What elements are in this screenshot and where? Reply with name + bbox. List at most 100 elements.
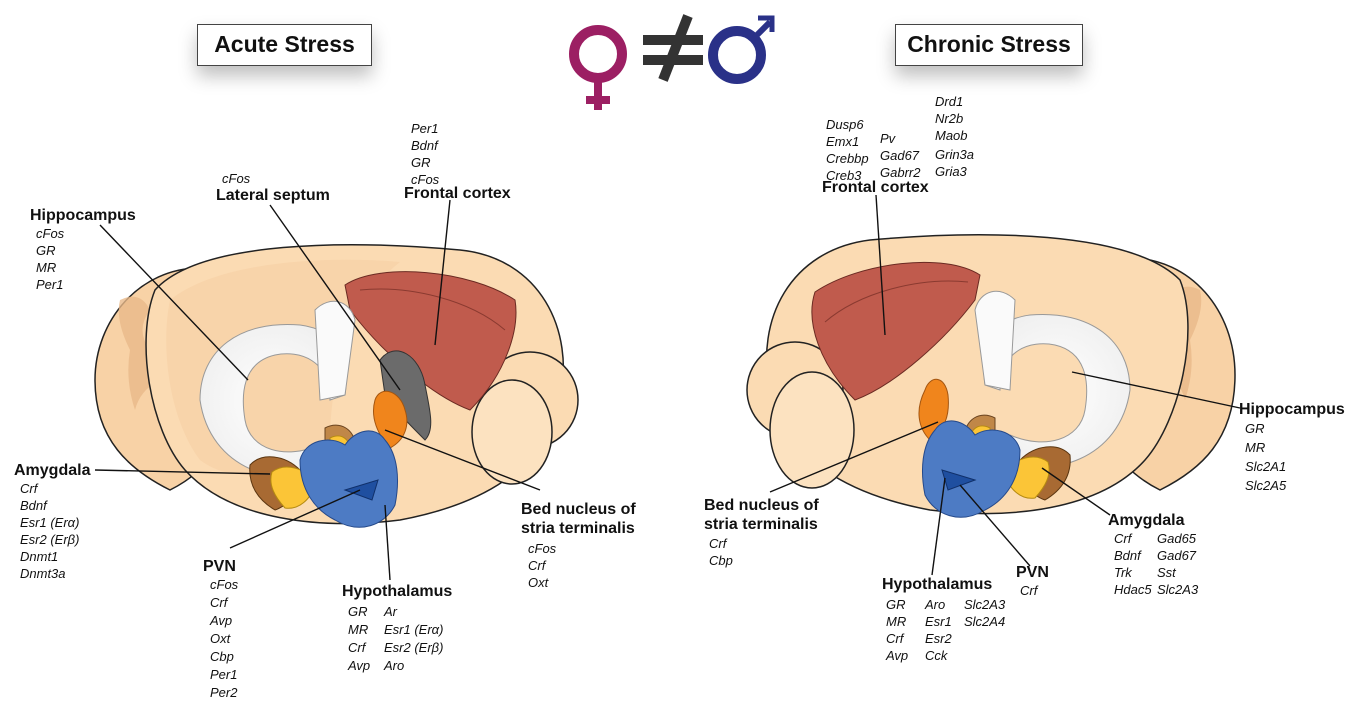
gene: Gad65 [1157,530,1198,547]
gene: Dnmt1 [20,548,79,565]
gene: Avp [210,612,238,630]
chronic-hypothalamus-genes-col2: Aro Esr1 Esr2 Cck [925,596,952,664]
male-symbol-icon [713,18,772,79]
chronic-hypothalamus-genes-col3: Slc2A3 Slc2A4 [964,596,1005,630]
gene: Crf [210,594,238,612]
gene: Avp [348,657,370,675]
acute-frontal-cortex-label: Frontal cortex [404,184,511,203]
chronic-frontal-cortex-genes-col3a: Drd1 Nr2b Maob [935,93,968,144]
acute-bnst-label-line1: Bed nucleus of [521,500,636,519]
chronic-pvn-genes: Crf [1020,582,1037,599]
gene: cFos [36,225,64,242]
chronic-bnst-genes: Crf Cbp [709,535,733,569]
gene: Nr2b [935,110,968,127]
acute-pvn-label: PVN [203,557,236,576]
gene: MR [886,613,908,630]
gene: MR [348,621,370,639]
acute-bnst-genes: cFos Crf Oxt [528,540,556,591]
chronic-pvn-label: PVN [1016,563,1049,582]
not-equal-icon [643,16,703,80]
chronic-hippocampus-label: Hippocampus [1239,400,1345,419]
gene: Emx1 [826,133,869,150]
gene: Dnmt3a [20,565,79,582]
gene: Hdac5 [1114,581,1152,598]
gene: Esr1 [925,613,952,630]
gene: Per1 [36,276,64,293]
chronic-amygdala-genes-col1: Crf Bdnf Trk Hdac5 [1114,530,1152,598]
gene: Esr1 (Erα) [20,514,79,531]
gene: Trk [1114,564,1152,581]
gene: Gad67 [1157,547,1198,564]
gene: Cbp [709,552,733,569]
gene: Aro [925,596,952,613]
gene: Pv [880,130,920,147]
chronic-frontal-cortex-genes-col2: Pv Gad67 Gabrr2 [880,130,920,181]
gene: Esr2 (Erβ) [20,531,79,548]
chronic-amygdala-label: Amygdala [1108,511,1184,530]
gene: Per2 [210,684,238,702]
chronic-brain-illustration [747,235,1235,517]
gene: Gad67 [880,147,920,164]
gene: Bdnf [1114,547,1152,564]
gene: GR [411,154,439,171]
gene: Maob [935,127,968,144]
acute-frontal-cortex-genes: Per1 Bdnf GR cFos [411,120,439,188]
acute-pvn-genes: cFos Crf Avp Oxt Cbp Per1 Per2 [210,576,238,702]
acute-hippocampus-label: Hippocampus [30,206,136,225]
gene: Aro [384,657,443,675]
gene: Cbp [210,648,238,666]
gene: Slc2A3 [1157,581,1198,598]
gene: cFos [222,170,250,187]
acute-hypothalamus-genes-col1: GR MR Crf Avp [348,603,370,675]
gene: cFos [528,540,556,557]
gene: Oxt [528,574,556,591]
acute-stress-title: Acute Stress [197,24,372,66]
chronic-bnst-label-line1: Bed nucleus of [704,496,819,515]
chronic-stress-title: Chronic Stress [895,24,1083,66]
gene: Esr1 (Erα) [384,621,443,639]
acute-lateral-septum-genes: cFos [222,170,250,187]
gene: Crf [20,480,79,497]
chronic-amygdala-genes-col2: Gad65 Gad67 Sst Slc2A3 [1157,530,1198,598]
female-symbol-icon [574,30,622,110]
acute-amygdala-genes: Crf Bdnf Esr1 (Erα) Esr2 (Erβ) Dnmt1 Dnm… [20,480,79,582]
gene: Gria3 [935,163,974,180]
gene: GR [1245,419,1286,438]
gene: GR [348,603,370,621]
gene: Sst [1157,564,1198,581]
gene: Slc2A3 [964,596,1005,613]
acute-amygdala-label: Amygdala [14,461,90,480]
chronic-hypothalamus-label: Hypothalamus [882,575,992,594]
gene: Esr2 [925,630,952,647]
gene: Per1 [411,120,439,137]
acute-hypothalamus-genes-col2: Ar Esr1 (Erα) Esr2 (Erβ) Aro [384,603,443,675]
gene: Esr2 (Erβ) [384,639,443,657]
chronic-frontal-cortex-genes-col1: Dusp6 Emx1 Crebbp Creb3 [826,116,869,184]
gene: Crf [1114,530,1152,547]
gene: Crf [886,630,908,647]
acute-lateral-septum-label: Lateral septum [216,186,330,205]
gene: Cck [925,647,952,664]
gene: Ar [384,603,443,621]
gene: Crf [1020,582,1037,599]
gene: Crebbp [826,150,869,167]
chronic-frontal-cortex-genes-col3b: Grin3a Gria3 [935,146,974,180]
gene: Bdnf [411,137,439,154]
gene: Grin3a [935,146,974,163]
gene: GR [36,242,64,259]
chronic-bnst-label-line2: stria terminalis [704,515,818,534]
gene: Slc2A5 [1245,476,1286,495]
acute-hippocampus-genes: cFos GR MR Per1 [36,225,64,293]
gene: Drd1 [935,93,968,110]
acute-bnst-label-line2: stria terminalis [521,519,635,538]
gene: cFos [210,576,238,594]
gene: Crf [528,557,556,574]
gene: Crf [709,535,733,552]
chronic-hippocampus-genes: GR MR Slc2A1 Slc2A5 [1245,419,1286,495]
gene: MR [1245,438,1286,457]
gene: Per1 [210,666,238,684]
acute-hypothalamus-label: Hypothalamus [342,582,452,601]
acute-brain-illustration [95,245,578,527]
gene: MR [36,259,64,276]
